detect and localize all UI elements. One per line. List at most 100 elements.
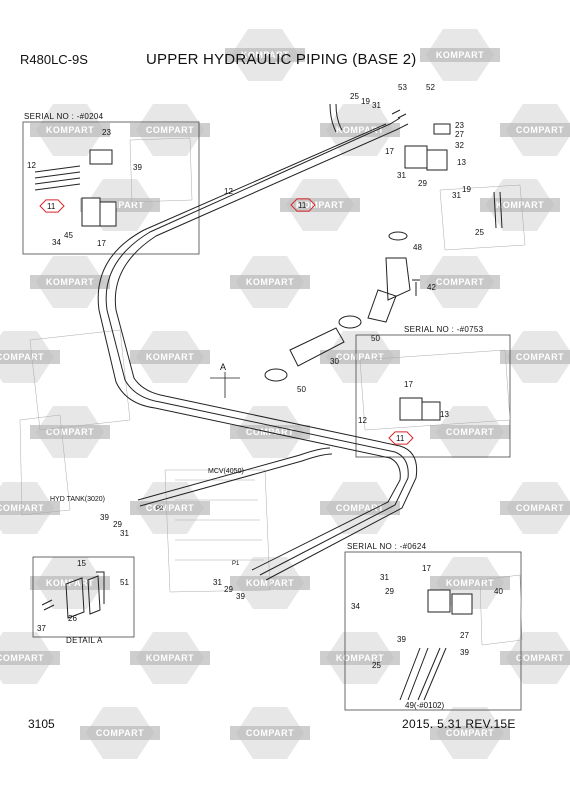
serial-0624-box — [344, 551, 522, 711]
watermark: COMPART — [30, 406, 110, 458]
detail-a-box — [32, 556, 135, 638]
svg-text:KOMPART: KOMPART — [336, 653, 384, 663]
svg-text:KOMPART: KOMPART — [146, 653, 194, 663]
svg-text:COMPART: COMPART — [446, 728, 494, 738]
svg-text:COMPART: COMPART — [146, 125, 194, 135]
watermark: COMPART — [420, 256, 500, 308]
callout-number: 17 — [404, 380, 413, 389]
watermark: KOMPART — [225, 29, 305, 81]
callout-number: 39 — [100, 513, 109, 522]
watermark: COMPART — [320, 331, 400, 383]
svg-text:COMPART: COMPART — [0, 352, 44, 362]
callout-number: 23 — [455, 121, 464, 130]
callout-number: 39 — [133, 163, 142, 172]
svg-text:KOMPART: KOMPART — [436, 50, 484, 60]
machine-outline — [19, 137, 526, 646]
callout-number: 50 — [371, 334, 380, 343]
watermark: COMPART — [230, 707, 310, 759]
serial-0753-label: SERIAL NO : -#0753 — [404, 325, 484, 334]
callout-number: 34 — [52, 238, 61, 247]
watermark-layer: KOMPART KOMPART KOMPART COMPART KOMPART COMPA… — [0, 29, 570, 759]
callout-number: 53 — [398, 83, 407, 92]
callout-number: 32 — [455, 141, 464, 150]
callout-number: 31 — [397, 171, 406, 180]
callout-number: 29 — [113, 520, 122, 529]
hyd-tank-label: HYD TANK(3020) — [50, 496, 105, 503]
callout-number: 51 — [120, 578, 129, 587]
svg-text:COMPART: COMPART — [246, 728, 294, 738]
pressure-hoses — [97, 109, 418, 581]
callout-number: 34 — [351, 602, 360, 611]
callout-number: 25 — [475, 228, 484, 237]
callout-number: 26 — [68, 614, 77, 623]
callout-number: 12 — [358, 416, 367, 425]
callout-number: 39 — [460, 648, 469, 657]
callout-number: 39 — [397, 635, 406, 644]
callout-number: 25 — [372, 661, 381, 670]
svg-text:COMPART: COMPART — [46, 427, 94, 437]
callout-number: 29 — [224, 585, 233, 594]
callout-number: 40 — [494, 587, 503, 596]
svg-text:COMPART: COMPART — [516, 352, 564, 362]
svg-text:COMPART: COMPART — [336, 503, 384, 513]
callout-number: 31 — [372, 101, 381, 110]
callout-number: 39 — [236, 592, 245, 601]
valve-blocks — [81, 123, 473, 615]
svg-text:KOMPART: KOMPART — [296, 200, 344, 210]
detail-a-label: DETAIL A — [66, 636, 103, 645]
port-p2-label: P2 — [156, 506, 164, 512]
callout-number: 23 — [102, 128, 111, 137]
callout-number: 52 — [426, 83, 435, 92]
serial-0624-label: SERIAL NO : -#0624 — [347, 542, 427, 551]
callout-number: 29 — [385, 587, 394, 596]
callout-number: 27 — [455, 130, 464, 139]
revision-date: 2015. 5.31 REV.15E — [402, 717, 516, 731]
watermark: COMPART — [80, 707, 160, 759]
callout-number: 12 — [27, 161, 36, 170]
svg-text:COMPART: COMPART — [516, 653, 564, 663]
svg-text:COMPART: COMPART — [436, 277, 484, 287]
svg-text:KOMPART: KOMPART — [146, 352, 194, 362]
callout-number: 31 — [213, 578, 222, 587]
watermark: KOMPART — [280, 179, 360, 231]
watermark: COMPART — [500, 104, 570, 156]
callout-number: 31 — [452, 191, 461, 200]
serial-0204-label: SERIAL NO : -#0204 — [24, 112, 104, 121]
svg-text:COMPART: COMPART — [336, 352, 384, 362]
serial-0753-box — [355, 334, 511, 458]
watermark: KOMPART — [30, 256, 110, 308]
callout-number: 49(-#0102) — [405, 701, 444, 710]
svg-text:KOMPART: KOMPART — [496, 200, 544, 210]
watermark: COMPART — [320, 482, 400, 534]
svg-text:COMPART: COMPART — [0, 653, 44, 663]
callout-number: 11 — [47, 202, 56, 211]
highlight-marker — [39, 199, 65, 213]
watermark: COMPART — [430, 406, 510, 458]
watermark: KOMPART — [230, 557, 310, 609]
detail-a-marker — [210, 372, 240, 398]
callout-number: 15 — [77, 559, 86, 568]
watermark: KOMPART — [130, 632, 210, 684]
callout-number: 45 — [64, 231, 73, 240]
lower-hoses — [399, 647, 447, 701]
watermark: COMPART — [130, 104, 210, 156]
suction-parts — [264, 231, 420, 382]
callout-number: 11 — [396, 434, 405, 443]
callout-number: 50 — [297, 385, 306, 394]
page-number: 3105 — [28, 717, 55, 731]
watermark: KOMPART — [480, 179, 560, 231]
serial-0204-box — [22, 121, 200, 255]
watermark: KOMPART — [130, 331, 210, 383]
svg-text:COMPART: COMPART — [446, 427, 494, 437]
callout-number: 19 — [462, 185, 471, 194]
page-title: UPPER HYDRAULIC PIPING (BASE 2) — [146, 51, 417, 68]
callout-number: 25 — [350, 92, 359, 101]
svg-text:KOMPART: KOMPART — [336, 125, 384, 135]
svg-text:COMPART: COMPART — [516, 503, 564, 513]
callout-number: 27 — [460, 631, 469, 640]
svg-text:KOMPART: KOMPART — [46, 125, 94, 135]
svg-text:KOMPART: KOMPART — [446, 578, 494, 588]
callout-number: 11 — [298, 201, 307, 210]
